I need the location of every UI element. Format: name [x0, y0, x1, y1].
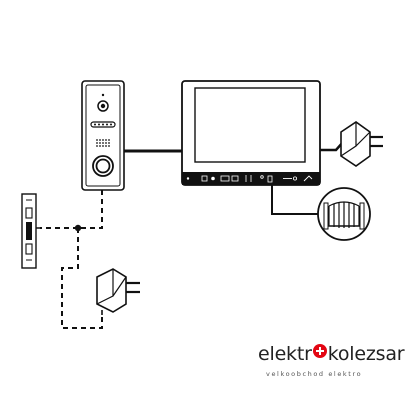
wire-junction — [74, 224, 82, 232]
gate-icon — [317, 187, 371, 241]
lock-power-adapter-icon — [96, 268, 140, 315]
brand-name-part1: elektr — [258, 343, 312, 365]
brand-logo: elektr kolezsar velkoobchod elektro — [258, 340, 405, 390]
brand-name-part2: kolezsar — [327, 343, 405, 365]
cable-junction-to-adapter — [61, 228, 103, 329]
speaker-grille-icon — [96, 139, 110, 147]
monitor-screen — [194, 87, 306, 163]
electric-lock-icon — [21, 193, 40, 269]
plus-icon — [312, 344, 327, 358]
cable-door-to-junction — [78, 190, 103, 229]
door-station-icon — [81, 80, 125, 191]
cable-monitor-to-gate — [271, 185, 318, 215]
brand-wordmark: elektr kolezsar — [258, 340, 405, 368]
brand-tagline: velkoobchod elektro — [266, 370, 363, 378]
dashed-cables — [40, 190, 103, 329]
monitor-buttons — [186, 175, 313, 183]
monitor-icon — [181, 80, 321, 186]
power-adapter-icon — [340, 121, 383, 167]
